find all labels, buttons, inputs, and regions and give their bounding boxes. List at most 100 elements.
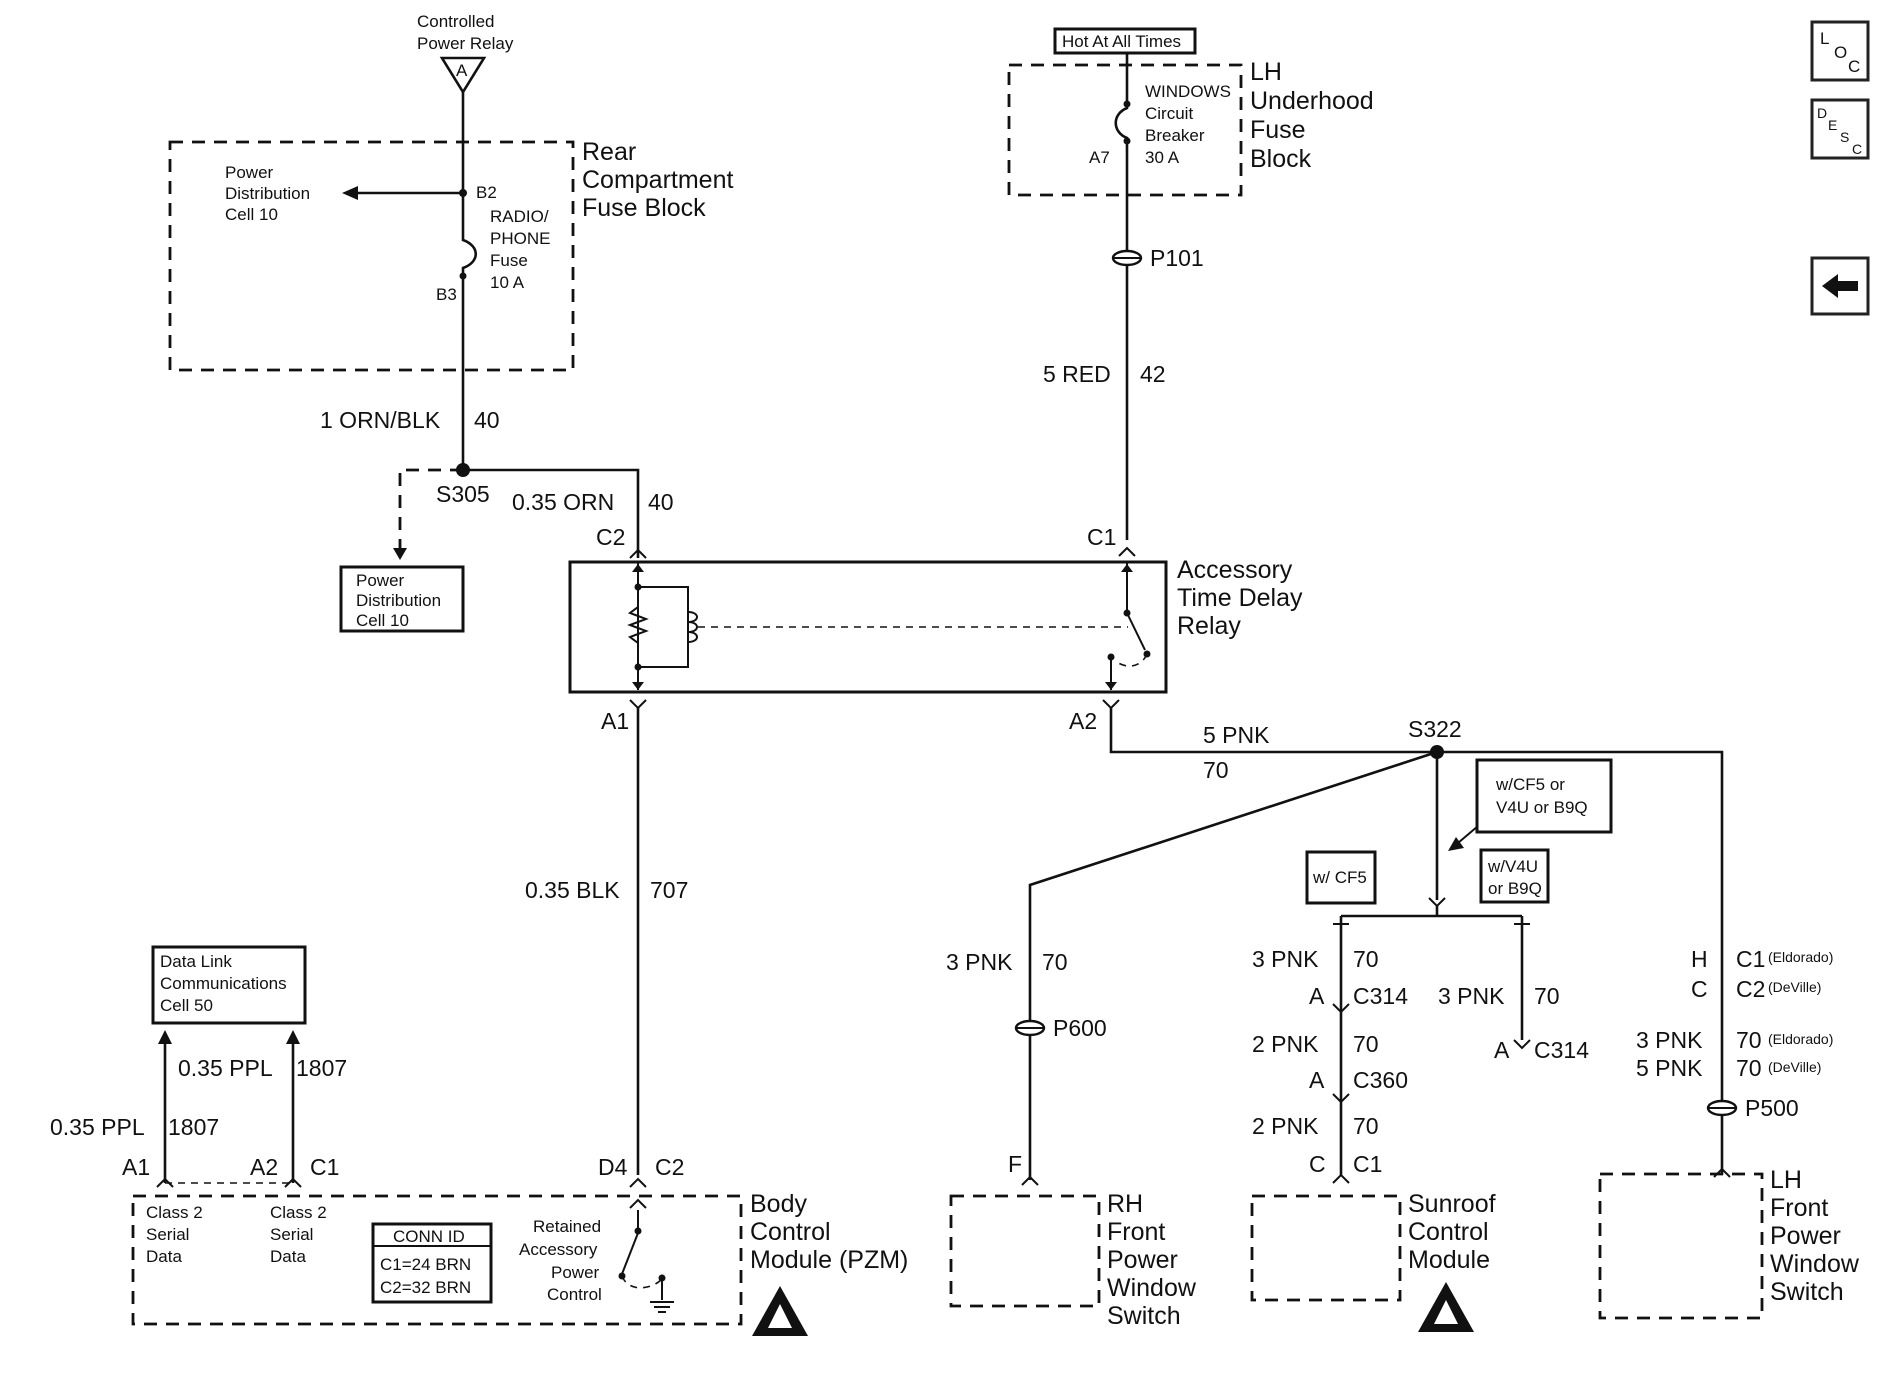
- loc-button-frame[interactable]: [1810, 20, 1870, 82]
- rh-title4: Window: [1107, 1274, 1197, 1302]
- source-label-line1: Controlled: [417, 12, 495, 31]
- loc-letter-c: C: [1848, 57, 1860, 76]
- lh-circuit1: 70: [1736, 1027, 1762, 1053]
- pd-cell10-box[interactable]: [339, 565, 465, 633]
- fuse-label-line2: PHONE: [490, 229, 550, 248]
- bcm-c2-label: C2: [655, 1154, 684, 1180]
- bcm-a2-connector-icon: [284, 1177, 302, 1188]
- csd2-line1: Class 2: [270, 1203, 327, 1222]
- fuse-label-line1: RADIO/: [490, 207, 549, 226]
- relay-coil-loop: [638, 586, 689, 668]
- p600-inline-connector: [1014, 1019, 1046, 1037]
- csd1-line3: Data: [146, 1247, 182, 1266]
- lh-fuse-title3: Fuse: [1250, 116, 1306, 144]
- rear-pd-line1: Power: [225, 163, 274, 182]
- lh-size1: 3 PNK: [1636, 1027, 1703, 1053]
- lh-fuse-title1: LH: [1250, 58, 1282, 86]
- csd2-line2: Serial: [270, 1225, 313, 1244]
- option-cf5-box: [1305, 850, 1377, 905]
- rear-fuse-block-title1: Rear: [582, 138, 636, 166]
- pd-cell10-line2: Distribution: [356, 591, 441, 610]
- desc-letter-d: D: [1817, 105, 1827, 121]
- relay-title3: Relay: [1177, 612, 1241, 640]
- lh-fuse-block-outline: [1007, 63, 1243, 197]
- source-pin-label: A: [456, 61, 468, 80]
- relay-title1: Accessory: [1177, 556, 1293, 584]
- lh-conn-c2: C2: [1736, 976, 1765, 1002]
- v4u-circuit: 70: [1534, 983, 1560, 1009]
- wire-red-size: 5 RED: [1043, 361, 1111, 387]
- bcm-a2-label: A2: [250, 1154, 278, 1180]
- relay-c1-connector-icon: [1118, 546, 1136, 557]
- bcm-title3: Module (PZM): [750, 1246, 908, 1274]
- b3-node: [459, 272, 467, 280]
- ppl-b-circuit: 1807: [296, 1055, 347, 1081]
- rh-title1: RH: [1107, 1190, 1143, 1218]
- ground-icon: [650, 1301, 674, 1313]
- option-v4u-line1: w/V4U: [1487, 857, 1538, 876]
- data-link-arrow-a-icon: [158, 1030, 172, 1044]
- desc-button[interactable]: D E S C: [1810, 98, 1870, 160]
- desc-letter-c: C: [1852, 141, 1862, 157]
- wire-red-circuit: 42: [1140, 361, 1166, 387]
- pin-b2-label: B2: [476, 183, 497, 202]
- rh-title3: Power: [1107, 1246, 1178, 1274]
- cb-top-node: [1123, 100, 1131, 108]
- p101-label: P101: [1150, 245, 1204, 271]
- v4u-pin: A: [1494, 1037, 1510, 1063]
- loc-letter-l: L: [1820, 29, 1829, 48]
- lh-title5: Switch: [1770, 1278, 1844, 1306]
- lh-fuse-title2: Underhood: [1250, 87, 1374, 115]
- csd1-line1: Class 2: [146, 1203, 203, 1222]
- desc-letter-e: E: [1828, 117, 1837, 133]
- sunroof-title2: Control: [1408, 1218, 1489, 1246]
- loc-button[interactable]: L O C: [1810, 20, 1870, 82]
- rap-switch-contact-icon: [621, 1232, 639, 1275]
- option-v4u-box: [1479, 848, 1550, 904]
- bcm-outline: [131, 1194, 743, 1326]
- lh-pin-h: H: [1691, 946, 1708, 972]
- wire-blk-circuit: 707: [650, 877, 688, 903]
- relay-switch-contact-icon: [1126, 612, 1146, 651]
- bcm-c1-label: C1: [310, 1154, 339, 1180]
- lh-pin-c: C: [1691, 976, 1708, 1002]
- data-link-box[interactable]: [151, 945, 307, 1025]
- source-label-line2: Power Relay: [417, 34, 514, 53]
- sunroof-conn3: C1: [1353, 1151, 1382, 1177]
- bcm-d4-label: D4: [598, 1154, 628, 1180]
- sunroof-title1: Sunroof: [1408, 1190, 1496, 1218]
- rh-pin-connector-icon: [1021, 1175, 1039, 1186]
- s305-branch-arrow-icon: [393, 548, 407, 560]
- csd1-line2: Serial: [146, 1225, 189, 1244]
- rh-switch-outline: [949, 1194, 1101, 1308]
- sunroof-module-outline: [1250, 1194, 1402, 1302]
- wire-pnk-circuit: 70: [1203, 757, 1229, 783]
- rear-pd-line3: Cell 10: [225, 205, 278, 224]
- pd-cell10-line3: Cell 10: [356, 611, 409, 630]
- s305-label: S305: [436, 481, 490, 507]
- v4u-c314-connector-icon: [1513, 1039, 1531, 1050]
- lh-fuse-title4: Block: [1250, 145, 1312, 173]
- v4u-conn: C314: [1534, 1037, 1589, 1063]
- relay-coil-icon: [687, 611, 698, 643]
- rap-line1: Retained: [533, 1217, 601, 1236]
- radio-phone-fuse-wire: [461, 92, 478, 470]
- relay-a2-label: A2: [1069, 708, 1097, 734]
- lh-note-deville: (DeVille): [1768, 979, 1821, 995]
- rh-pin-f-label: F: [1008, 1151, 1022, 1177]
- rh-wire-size: 3 PNK: [946, 949, 1013, 975]
- pin-a7-label: A7: [1089, 148, 1110, 167]
- pd-arrow-head-icon: [342, 186, 358, 200]
- s305-dashed-branch: [398, 468, 463, 552]
- rh-title2: Front: [1107, 1218, 1165, 1246]
- back-arrow-icon[interactable]: [1822, 274, 1858, 298]
- lh-title3: Power: [1770, 1222, 1841, 1250]
- lh-size2: 5 PNK: [1636, 1055, 1703, 1081]
- back-button[interactable]: [1810, 256, 1870, 316]
- lh-note1: (Eldorado): [1768, 1031, 1833, 1047]
- cb-label-line1: WINDOWS: [1145, 82, 1231, 101]
- rh-wire-circuit: 70: [1042, 949, 1068, 975]
- desc-button-frame[interactable]: [1810, 98, 1870, 160]
- fuse-label-line3: Fuse: [490, 251, 528, 270]
- sunroof-circuit1: 70: [1353, 946, 1379, 972]
